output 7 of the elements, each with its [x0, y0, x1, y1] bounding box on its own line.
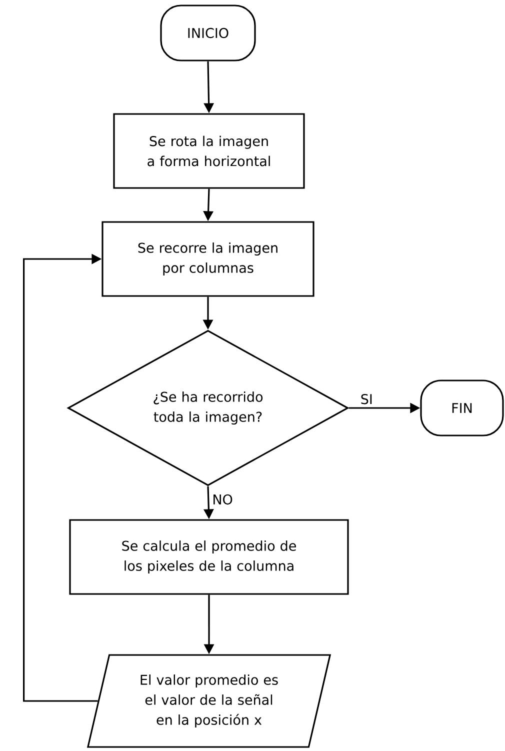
- start-terminal: INICIO: [160, 4, 256, 62]
- process-box: Se recorre la imagen por columnas: [102, 221, 314, 297]
- edge-label: SI: [359, 393, 374, 406]
- end-terminal: FIN: [420, 380, 504, 436]
- process-box: Se calcula el promedio de los pixeles de la columna: [69, 519, 349, 595]
- edge-label: NO: [211, 493, 234, 506]
- process-box: Se rota la imagen a forma horizontal: [113, 113, 305, 189]
